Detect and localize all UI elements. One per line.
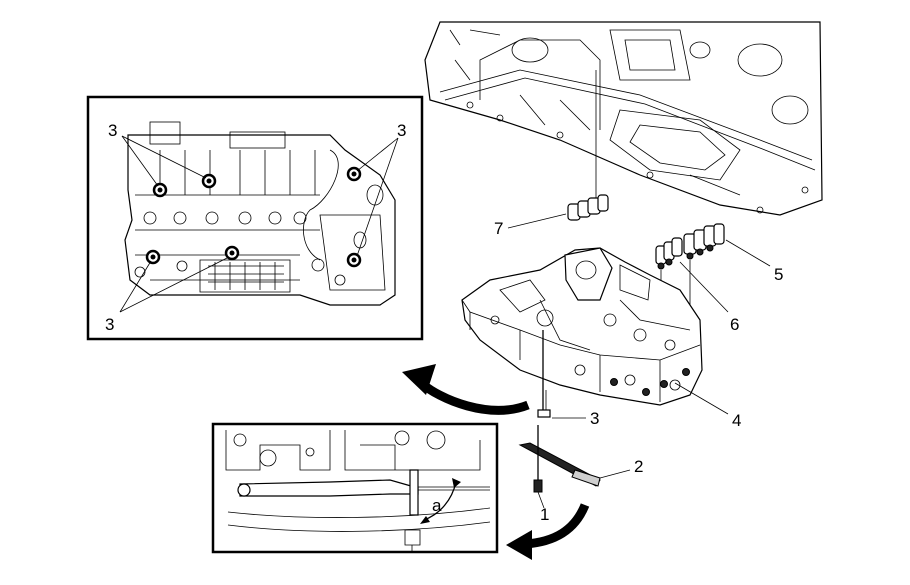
callout-6: 6 — [730, 315, 739, 334]
lower-inset-frame — [211, 422, 499, 554]
callout-3-inset-top-right: 3 — [397, 121, 406, 140]
callout-1: 1 — [540, 505, 549, 524]
seal-cluster-6 — [655, 237, 729, 313]
callout-a: a — [432, 496, 442, 515]
upper-inset-frame — [86, 95, 424, 341]
callout-2: 2 — [634, 457, 643, 476]
callout-3-main: 3 — [590, 409, 599, 428]
seal-cluster-5 — [683, 223, 771, 267]
callout-3-inset-bottom-left: 3 — [105, 315, 114, 334]
manual-valve-link-2 — [518, 442, 631, 487]
bolt-3 — [537, 330, 586, 419]
callout-4: 4 — [732, 411, 741, 430]
curved-arrow-to-lower-inset — [506, 503, 590, 560]
callout-3-inset-top-left: 3 — [108, 121, 117, 140]
control-valve-body — [461, 247, 729, 415]
transmission-case — [424, 21, 823, 216]
callout-7: 7 — [494, 219, 503, 238]
seal-cluster-7 — [507, 194, 609, 229]
callout-5: 5 — [774, 265, 783, 284]
curved-arrow-to-upper-inset — [402, 364, 530, 415]
bolt-1 — [533, 425, 545, 509]
